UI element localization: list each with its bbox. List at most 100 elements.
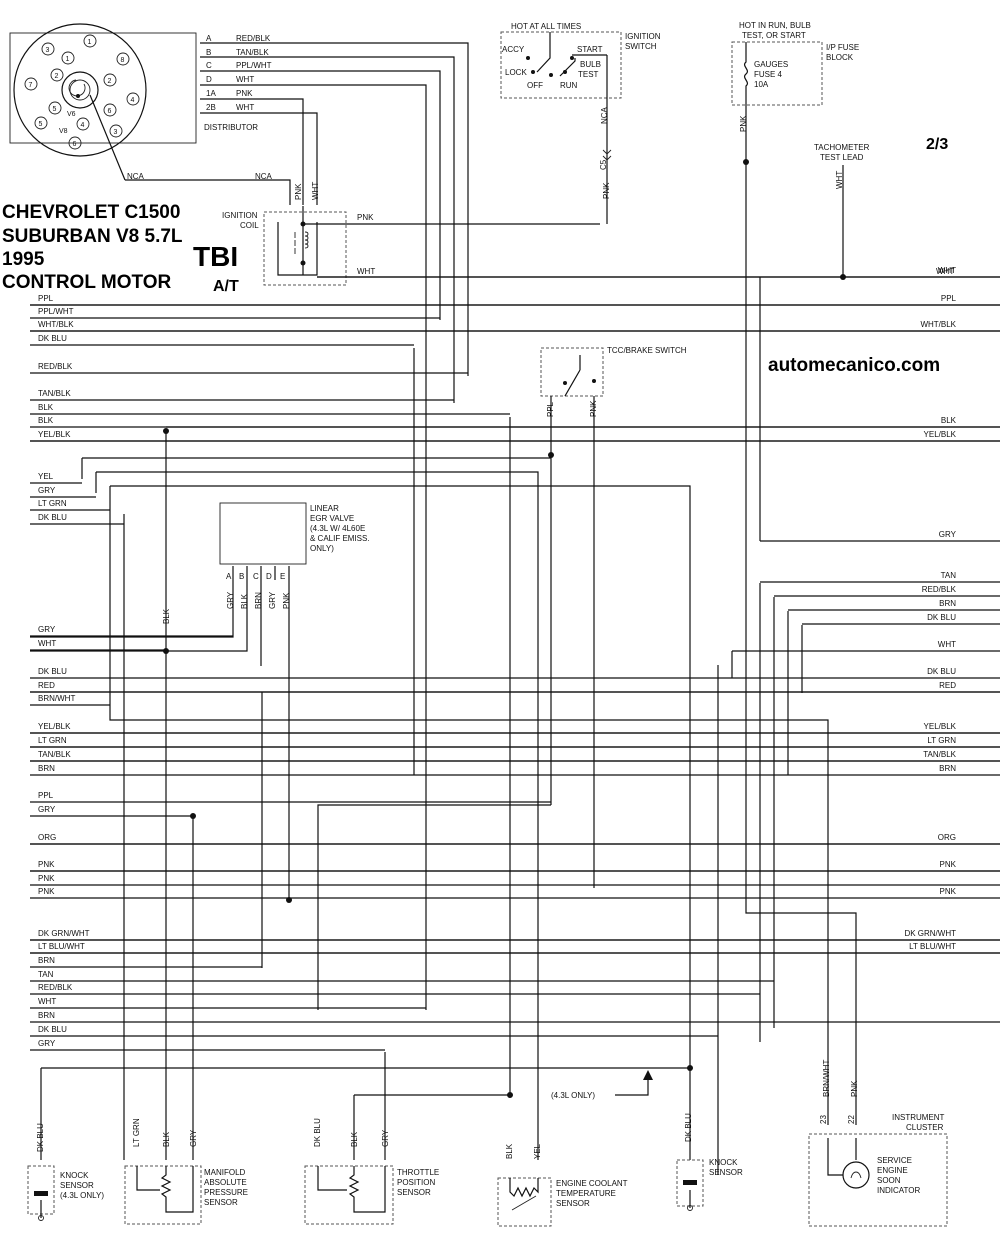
coil-label-2: COIL xyxy=(240,221,259,230)
egr-pin: E xyxy=(280,572,285,581)
dist-pin: D xyxy=(206,75,212,84)
left-wire-label: BRN xyxy=(38,1011,55,1020)
tcc-brake-switch: TCC/BRAKE SWITCH PPL PNK xyxy=(540,346,687,888)
left-wire-label: BRN/WHT xyxy=(38,694,75,703)
dist-wire: RED/BLK xyxy=(236,34,271,43)
left-wire-label: LT GRN xyxy=(38,499,67,508)
egr-pin: C xyxy=(253,572,259,581)
tcc-wire-pnk: PNK xyxy=(589,400,598,417)
blk-vertical-label: BLK xyxy=(162,608,171,624)
tach-wire: WHT xyxy=(835,171,844,189)
ign-off: OFF xyxy=(527,81,543,90)
left-wire-label: YEL/BLK xyxy=(38,722,71,731)
title-engine: TBI xyxy=(193,241,238,272)
knock-left-label: SENSOR xyxy=(60,1181,94,1190)
left-wire-label: WHT xyxy=(38,639,56,648)
left-wire-label: BRN xyxy=(38,764,55,773)
distributor-v6-label: V6 xyxy=(67,111,76,118)
right-wire-label: WHT/BLK xyxy=(920,320,956,329)
map-wire: LT GRN xyxy=(132,1118,141,1147)
dist-wire: PNK xyxy=(236,89,253,98)
knock-sensor-right: DK BLU KNOCK SENSOR xyxy=(676,1113,743,1211)
ign-wire-nca: NCA xyxy=(600,106,609,124)
coil-wire-wht: WHT xyxy=(311,182,320,200)
cyl-num: 2 xyxy=(108,78,112,85)
right-wire-label: DK GRN/WHT xyxy=(904,929,956,938)
ign-bulb-2: TEST xyxy=(578,70,599,79)
right-wire-label: BRN xyxy=(939,764,956,773)
cyl-num: 1 xyxy=(66,56,70,63)
right-wire-label: TAN/BLK xyxy=(923,750,956,759)
coil-out-wht: WHT xyxy=(357,267,375,276)
ect-label: ENGINE COOLANT xyxy=(556,1179,628,1188)
cyl-num: 5 xyxy=(39,121,43,128)
left-wire-label: ORG xyxy=(38,833,56,842)
egr-valve: LINEAR EGR VALVE (4.3L W/ 4L60E & CALIF … xyxy=(30,502,370,903)
ect-label: TEMPERATURE xyxy=(556,1189,616,1198)
fuse-wire: PNK xyxy=(739,115,748,132)
ign-bulb-1: BULB xyxy=(580,60,601,69)
instrument-cluster: INSTRUMENT CLUSTER BRN/WHT PNK 23 22 SER… xyxy=(808,1060,948,1227)
cluster-label: CLUSTER xyxy=(906,1123,944,1132)
left-wire-label: PNK xyxy=(38,887,55,896)
coil-wire-pnk: PNK xyxy=(294,183,303,200)
knock-left-wire: DK BLU xyxy=(36,1123,45,1152)
ses-indicator: SOON xyxy=(877,1176,901,1185)
left-wire-label: LT BLU/WHT xyxy=(38,942,85,951)
right-harness: WHTPPLWHT/BLKBLKYEL/BLKGRYTANRED/BLKBRND… xyxy=(30,266,1000,954)
distributor-terminals: 1 8 2 4 6 3 4 6 5 5 7 2 3 1 xyxy=(24,34,140,150)
fuse-block-2: BLOCK xyxy=(826,53,854,62)
dist-pin: 2B xyxy=(206,103,216,112)
ses-indicator: INDICATOR xyxy=(877,1186,920,1195)
left-wire-label: PPL xyxy=(38,791,54,800)
ect-label: SENSOR xyxy=(556,1199,590,1208)
left-wire-label: PNK xyxy=(38,860,55,869)
title-trans: A/T xyxy=(213,278,239,295)
map-label: MANIFOLD xyxy=(204,1168,246,1177)
ect-sensor: BLK YEL ENGINE COOLANT TEMPERATURE SENSO… xyxy=(497,1143,628,1227)
cluster-pin: 22 xyxy=(847,1115,856,1124)
cyl-num: 4 xyxy=(131,97,135,104)
left-wire-label: YEL xyxy=(38,472,54,481)
dist-nca-left: NCA xyxy=(127,172,145,181)
title-block: CHEVROLET C1500 SUBURBAN V8 5.7L 1995 CO… xyxy=(2,202,239,295)
ect-wire: BLK xyxy=(505,1143,514,1159)
only43-label: (4.3L ONLY) xyxy=(551,1091,595,1100)
tps-sensor: DK BLU BLK GRY THROTTLE POSITION SENSOR xyxy=(304,1118,439,1225)
egr-label: EGR VALVE xyxy=(310,514,354,523)
fuse-hot-1: HOT IN RUN, BULB xyxy=(739,21,811,30)
dist-wire: WHT xyxy=(236,75,254,84)
left-wire-label: TAN xyxy=(38,970,54,979)
egr-pin: A xyxy=(226,572,232,581)
right-wire-label: PPL xyxy=(941,294,957,303)
harness-trunks: BLK (4.3L ONLY) xyxy=(40,277,829,1175)
coil-out-pnk: PNK xyxy=(357,213,374,222)
title-line-4: CONTROL MOTOR xyxy=(2,272,172,293)
fuse-text-1: GAUGES xyxy=(754,60,788,69)
page-number: 2/3 xyxy=(926,136,948,153)
right-wire-label: DK BLU xyxy=(927,667,956,676)
cyl-num: 6 xyxy=(108,108,112,115)
left-wire-label: RED/BLK xyxy=(38,983,73,992)
left-wire-label: GRY xyxy=(38,1039,56,1048)
egr-wire: PNK xyxy=(282,592,291,609)
left-wire-label: DK BLU xyxy=(38,513,67,522)
egr-label: (4.3L W/ 4L60E xyxy=(310,524,365,533)
fuse-text-2: FUSE 4 xyxy=(754,70,783,79)
ignition-switch: HOT AT ALL TIMES IGNITION SWITCH ACCY LO… xyxy=(500,22,661,224)
left-wire-label: WHT xyxy=(38,997,56,1006)
coil-out-wht-right: WHT xyxy=(936,267,954,276)
cluster-pin: 23 xyxy=(819,1115,828,1124)
fuse-text-3: 10A xyxy=(754,80,769,89)
right-wire-label: GRY xyxy=(939,530,957,539)
left-wire-label: LT GRN xyxy=(38,736,67,745)
ign-accy: ACCY xyxy=(502,45,525,54)
ign-hot-label: HOT AT ALL TIMES xyxy=(511,22,581,31)
ign-start: START xyxy=(577,45,603,54)
dist-wire: PPL/WHT xyxy=(236,61,272,70)
dist-nca-right: NCA xyxy=(255,172,273,181)
left-wire-label: DK BLU xyxy=(38,667,67,676)
egr-wire: BLK xyxy=(240,593,249,609)
dist-pin: C xyxy=(206,61,212,70)
